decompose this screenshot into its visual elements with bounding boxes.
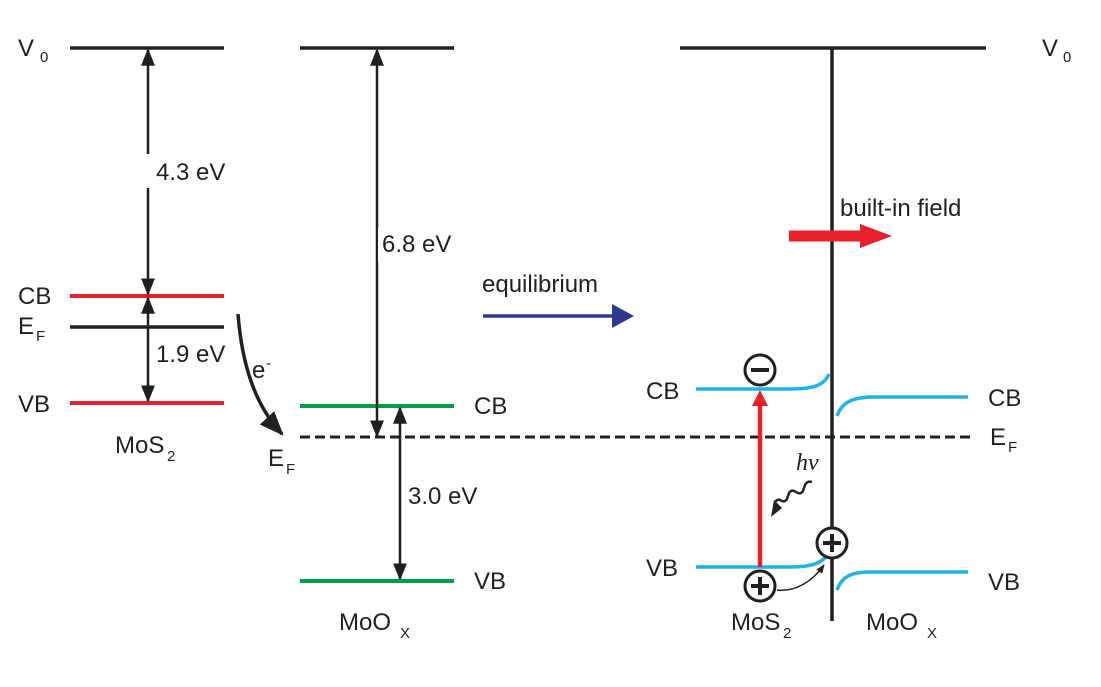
built-in-field-arrow-head bbox=[860, 224, 892, 248]
moox-vb-label: VB bbox=[474, 568, 506, 595]
junction-moox-cb bbox=[835, 395, 968, 417]
v0-left-label: V bbox=[18, 35, 34, 62]
mos2-gap-label-bg bbox=[152, 340, 232, 370]
electron-superscript: - bbox=[266, 355, 271, 372]
equilibrium-arrow-head bbox=[612, 304, 634, 328]
built-in-field-label: built-in field bbox=[840, 195, 961, 222]
junction-mos2-material-subscript: 2 bbox=[783, 625, 791, 642]
mos2-ef-subscript: F bbox=[36, 328, 45, 345]
electron-minus-icon bbox=[743, 353, 777, 387]
junction-moox-vb-label: VB bbox=[988, 569, 1020, 596]
mos2-material-label: MoS bbox=[115, 432, 164, 459]
interface-hole-plus-icon bbox=[815, 526, 849, 560]
photon-arrow-head bbox=[771, 500, 782, 517]
mos2-affinity-value: 4.3 eV bbox=[156, 159, 225, 186]
photo-excitation-arrow-head bbox=[752, 390, 768, 406]
photon-hv-label: hv bbox=[796, 450, 819, 476]
junction-mos2-vb-label: VB bbox=[646, 555, 678, 582]
mos2-ef-label: E bbox=[18, 313, 34, 340]
moox-gap-value: 3.0 eV bbox=[408, 483, 477, 510]
junction-moox-cb-label: CB bbox=[988, 385, 1021, 412]
electron-label: e bbox=[252, 357, 265, 384]
junction-moox-vb bbox=[835, 570, 968, 591]
junction-mos2-material-label: MoS bbox=[731, 609, 780, 636]
junction-mos2-cb bbox=[696, 373, 831, 391]
moox-affinity-label-bg bbox=[378, 228, 478, 262]
junction-mos2-vb bbox=[696, 551, 831, 569]
moox-affinity-value: 6.8 eV bbox=[382, 231, 451, 258]
hole-plus-icon bbox=[743, 569, 777, 603]
hole-transfer-arrow bbox=[776, 564, 825, 591]
mos2-affinity-label-bg bbox=[136, 154, 236, 188]
mos2-cb-label: CB bbox=[18, 283, 51, 310]
moox-cb-label: CB bbox=[474, 393, 507, 420]
photon-wave bbox=[772, 480, 813, 507]
moox-ef-subscript: F bbox=[286, 461, 295, 478]
junction-moox-material-subscript: X bbox=[927, 625, 937, 642]
electron-transfer-arrow bbox=[236, 313, 284, 436]
moox-material-subscript: X bbox=[400, 625, 410, 642]
moox-gap-label-bg bbox=[404, 482, 484, 512]
equilibrium-label: equilibrium bbox=[482, 271, 598, 298]
v0-right-subscript: 0 bbox=[1063, 49, 1071, 66]
junction-moox-material-label: MoO bbox=[866, 609, 918, 636]
v0-left-subscript: 0 bbox=[40, 49, 48, 66]
moox-ef-label: E bbox=[268, 445, 284, 472]
mos2-gap-value: 1.9 eV bbox=[156, 341, 225, 368]
junction-mos2-cb-label: CB bbox=[646, 378, 679, 405]
mos2-vb-label: VB bbox=[18, 391, 50, 418]
junction-ef-subscript: F bbox=[1008, 439, 1017, 456]
junction-ef-label: E bbox=[990, 424, 1006, 451]
moox-material-label: MoO bbox=[339, 609, 391, 636]
mos2-material-subscript: 2 bbox=[167, 448, 175, 465]
v0-right-label: V bbox=[1042, 35, 1058, 62]
